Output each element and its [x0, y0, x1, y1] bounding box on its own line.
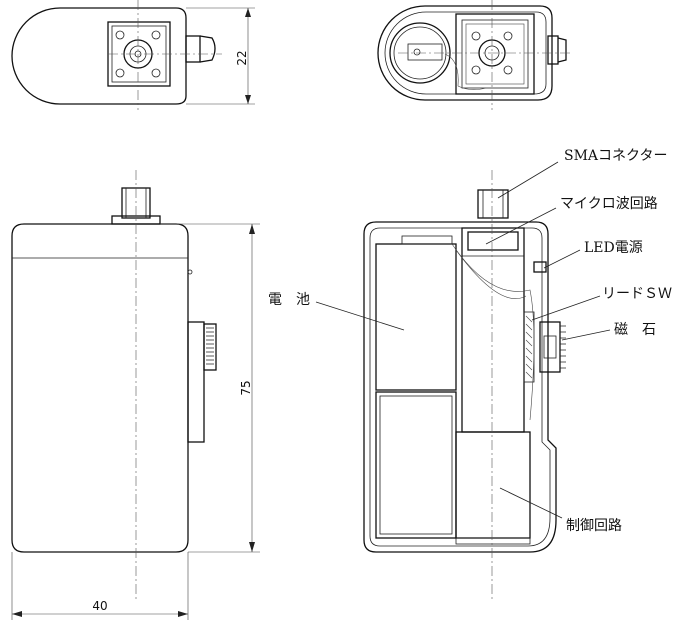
label-microwave-circuit: マイクロ波回路: [485, 196, 658, 245]
label-sma-connector: SMAコネクター: [497, 148, 667, 199]
reed-switch-label: リードＳＷ: [602, 286, 672, 302]
label-battery: 電 池: [268, 292, 405, 331]
sma-connector-label: SMAコネクター: [564, 148, 667, 164]
dimension-height-top: 22: [186, 7, 255, 105]
dimension-width-front: 40: [11, 552, 189, 620]
label-led-power: LED電源: [543, 240, 643, 269]
led-power-label: LED電源: [584, 240, 643, 256]
front-view-external: [11, 170, 217, 600]
microwave-circuit-label: マイクロ波回路: [560, 196, 658, 212]
label-reed-switch: リードＳＷ: [531, 286, 672, 321]
battery-label: 電 池: [268, 292, 310, 308]
magnet-label: 磁 石: [614, 322, 656, 338]
dimension-75-label: 75: [239, 380, 253, 395]
control-circuit-label: 制御回路: [566, 518, 622, 534]
top-view-internal: [377, 0, 572, 110]
dimension-22-label: 22: [235, 50, 249, 65]
top-view-external: [11, 0, 222, 110]
label-control-circuit: 制御回路: [499, 487, 622, 534]
front-view-internal: [363, 170, 566, 600]
dimension-40-label: 40: [92, 599, 107, 613]
label-magnet: 磁 石: [561, 322, 656, 341]
dimension-height-front: 75: [160, 223, 260, 553]
